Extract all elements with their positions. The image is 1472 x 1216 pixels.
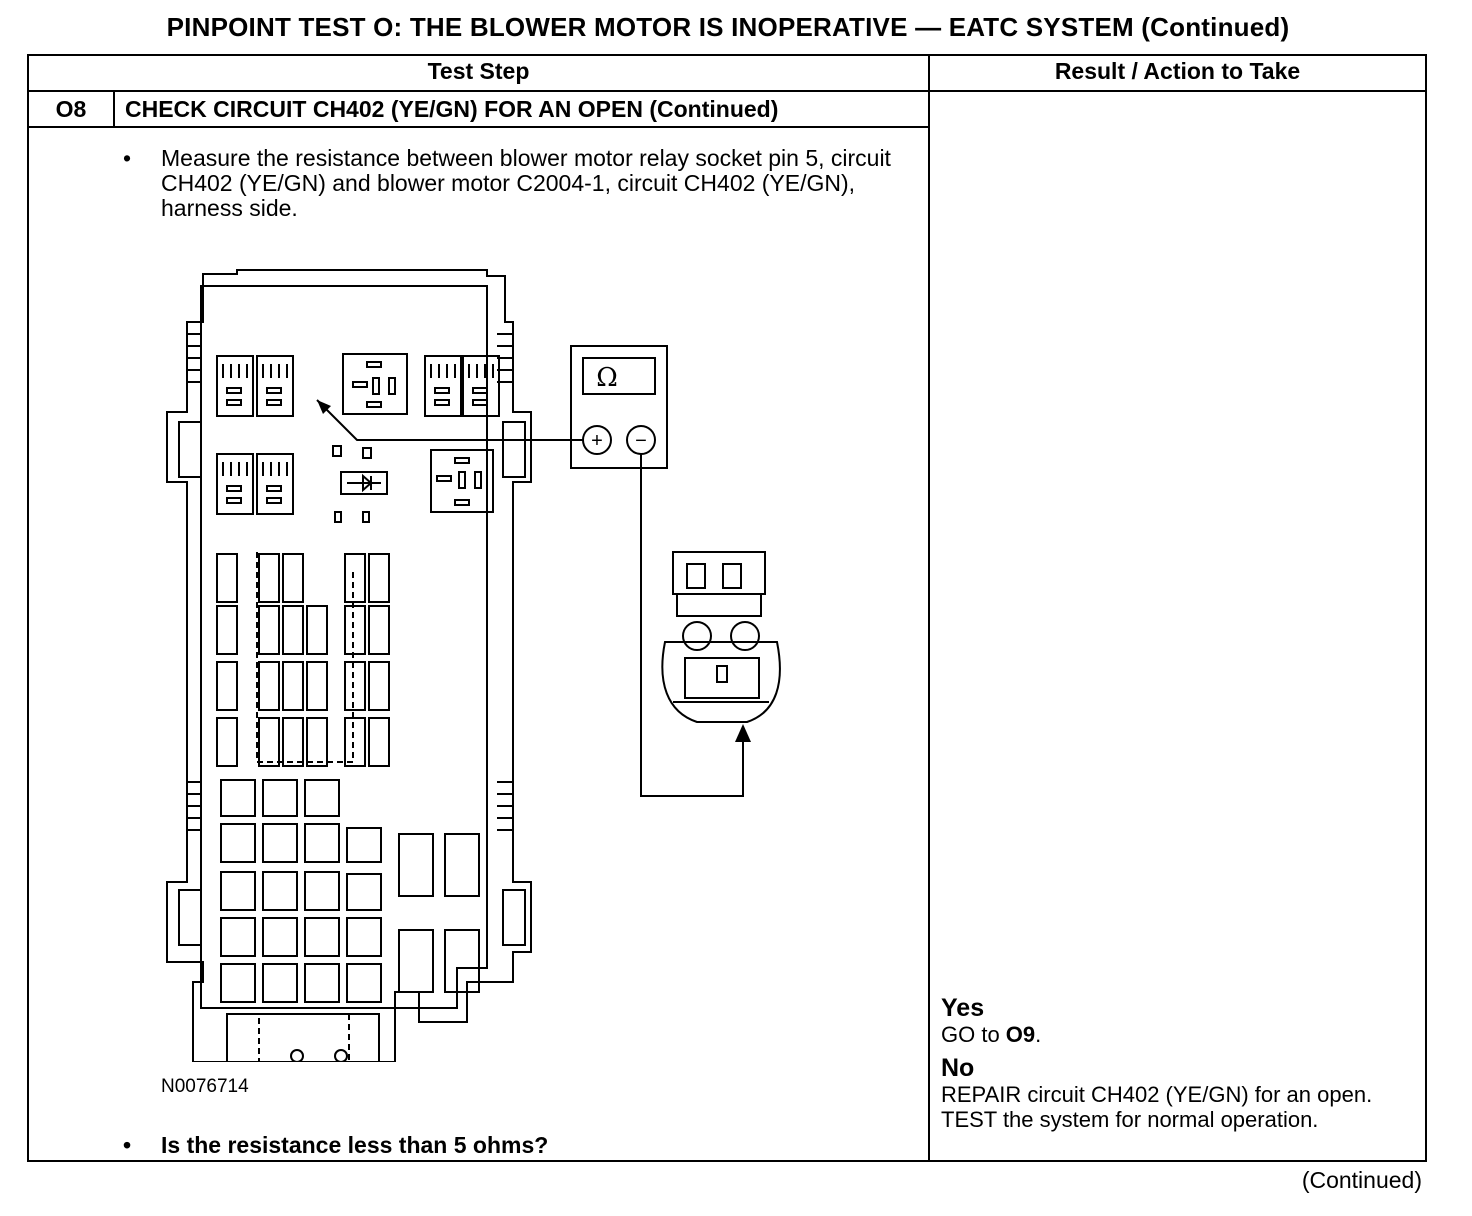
result-no-action: REPAIR circuit CH402 (YE/GN) for an open… [941, 1082, 1373, 1132]
meter-plus: + [591, 430, 603, 452]
step-title: CHECK CIRCUIT CH402 (YE/GN) FOR AN OPEN … [125, 96, 779, 122]
header-divider [29, 90, 1425, 92]
header-test-step: Test Step [427, 58, 530, 84]
result-yes-action: GO to O9. [941, 1022, 1042, 1047]
instruction-bullet-1: • Measure the resistance between blower … [123, 145, 891, 221]
bullet-dot: • [123, 145, 132, 171]
meter-minus: − [635, 430, 647, 452]
step-row-divider [29, 126, 928, 128]
header-result-action: Result / Action to Take [1054, 58, 1301, 84]
relay-box-meter-diagram: Ω + − [166, 269, 781, 1062]
figure-id: N0076714 [161, 1076, 249, 1097]
page-title: PINPOINT TEST O: THE BLOWER MOTOR IS INO… [166, 12, 1290, 42]
result-yes-label: Yes [941, 994, 985, 1022]
instruction-bullet-2: • Is the resistance less than 5 ohms? [123, 1132, 549, 1158]
column-divider [928, 56, 930, 1160]
test-table: Test Step Result / Action to Take O8 CHE… [27, 54, 1427, 1162]
result-no-label: No [941, 1054, 975, 1082]
ohm-symbol: Ω [596, 363, 618, 393]
step-number: O8 [55, 96, 87, 122]
continued-footer: (Continued) [1301, 1167, 1422, 1193]
bullet-dot: • [123, 1132, 132, 1158]
step-number-divider [113, 90, 115, 126]
